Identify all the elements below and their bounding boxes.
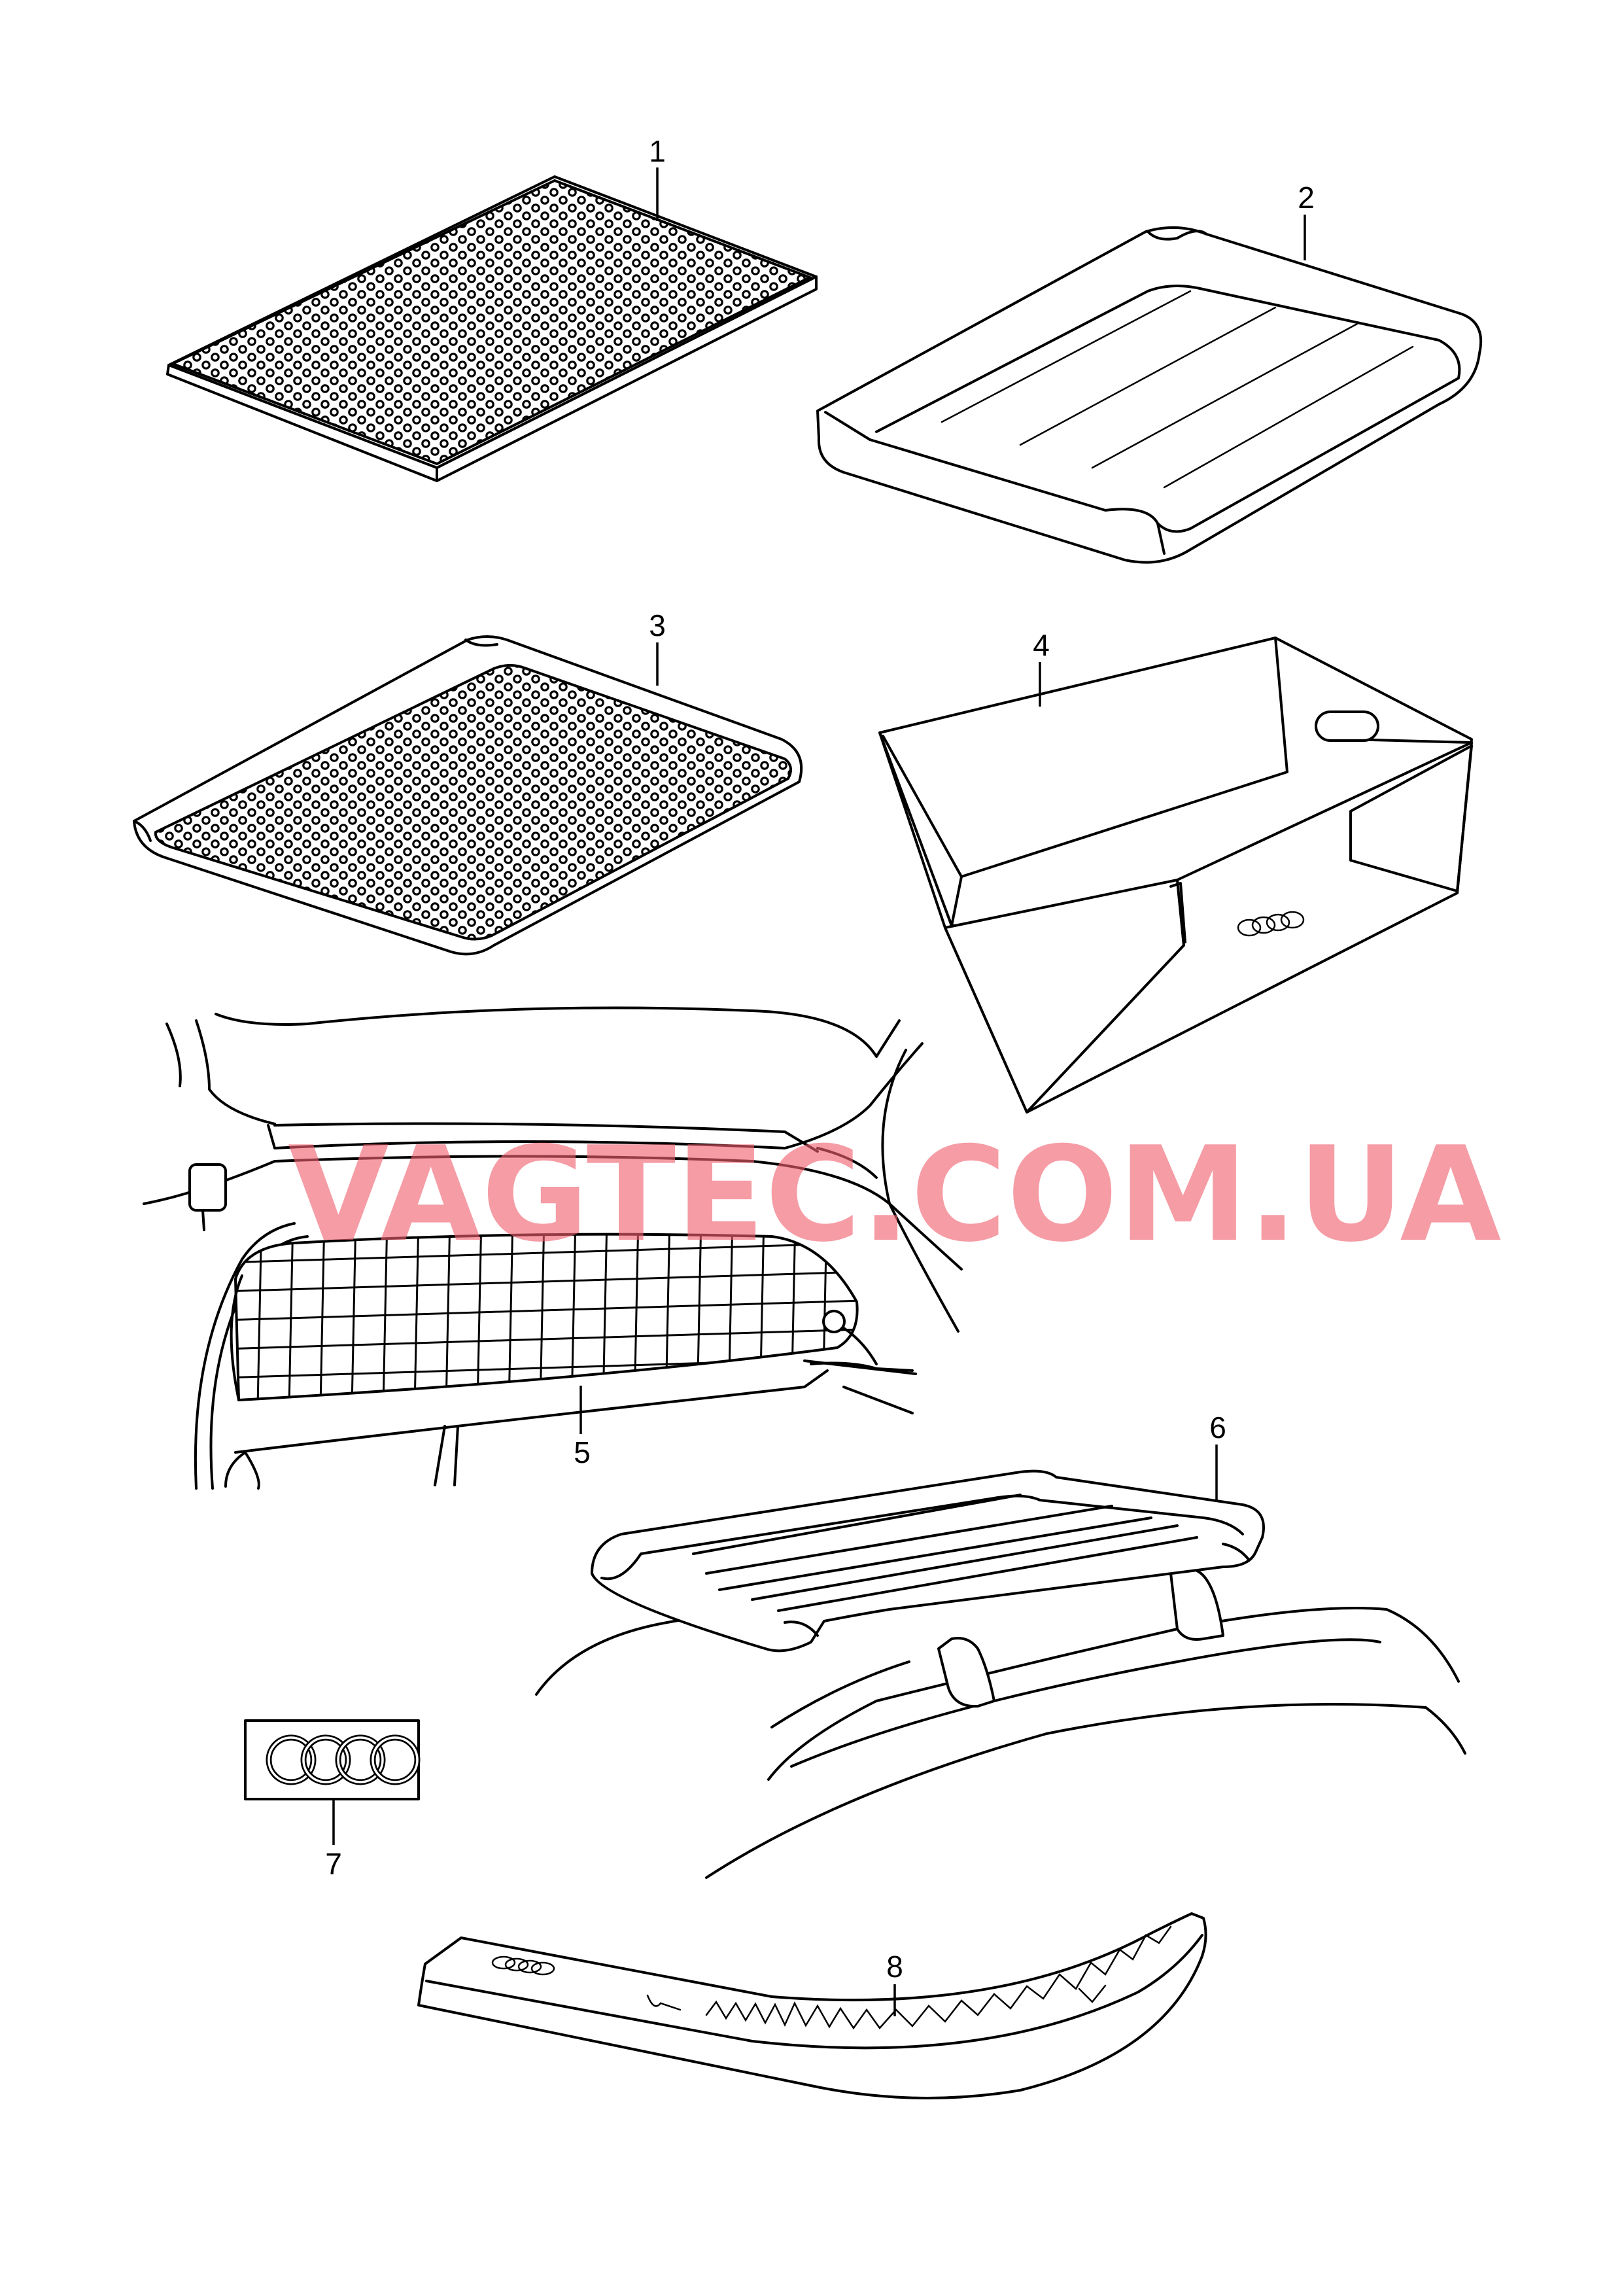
callout-4: 4 (1033, 628, 1050, 662)
part-5-partition-net (143, 1006, 963, 1490)
net-grille (230, 1233, 859, 1401)
callout-6: 6 (1209, 1410, 1226, 1445)
watermark-text: VAGTEC.COM.UA (288, 1119, 1501, 1271)
net-grid-vertical (413, 1234, 420, 1400)
net-grid-horizontal (235, 1299, 857, 1322)
callout-8: 8 (886, 1950, 903, 1984)
part-2-cargo-tray (816, 215, 1483, 564)
part-8-loading-sill-trim (417, 1912, 1207, 2099)
callout-2: 2 (1298, 181, 1315, 215)
net-grid-horizontal (235, 1328, 857, 1350)
callout-1: 1 (649, 134, 666, 168)
net-grid-vertical (382, 1234, 389, 1400)
callout-3: 3 (649, 608, 666, 642)
part-4-folding-box (878, 637, 1473, 1113)
net-grid-vertical (351, 1234, 357, 1400)
callout-5: 5 (574, 1435, 591, 1469)
net-grid-vertical (570, 1234, 577, 1400)
four-rings-logo-trim (491, 1955, 555, 1976)
net-grid-vertical (445, 1234, 451, 1400)
part-7-emblem (244, 1719, 421, 1845)
net-grid-horizontal (235, 1270, 857, 1293)
net-grid-vertical (539, 1234, 545, 1400)
callout-7: 7 (325, 1847, 342, 1881)
part-1-rubber-mat (166, 167, 818, 482)
four-rings-logo (266, 1734, 421, 1785)
part-3-mesh-tray (133, 635, 803, 956)
part-6-roof-basket (535, 1445, 1466, 1879)
callout-labels: 1 2 3 4 5 6 7 8 (325, 134, 1315, 1984)
four-rings-logo-small (1237, 911, 1305, 937)
net-grid-horizontal (235, 1242, 857, 1264)
